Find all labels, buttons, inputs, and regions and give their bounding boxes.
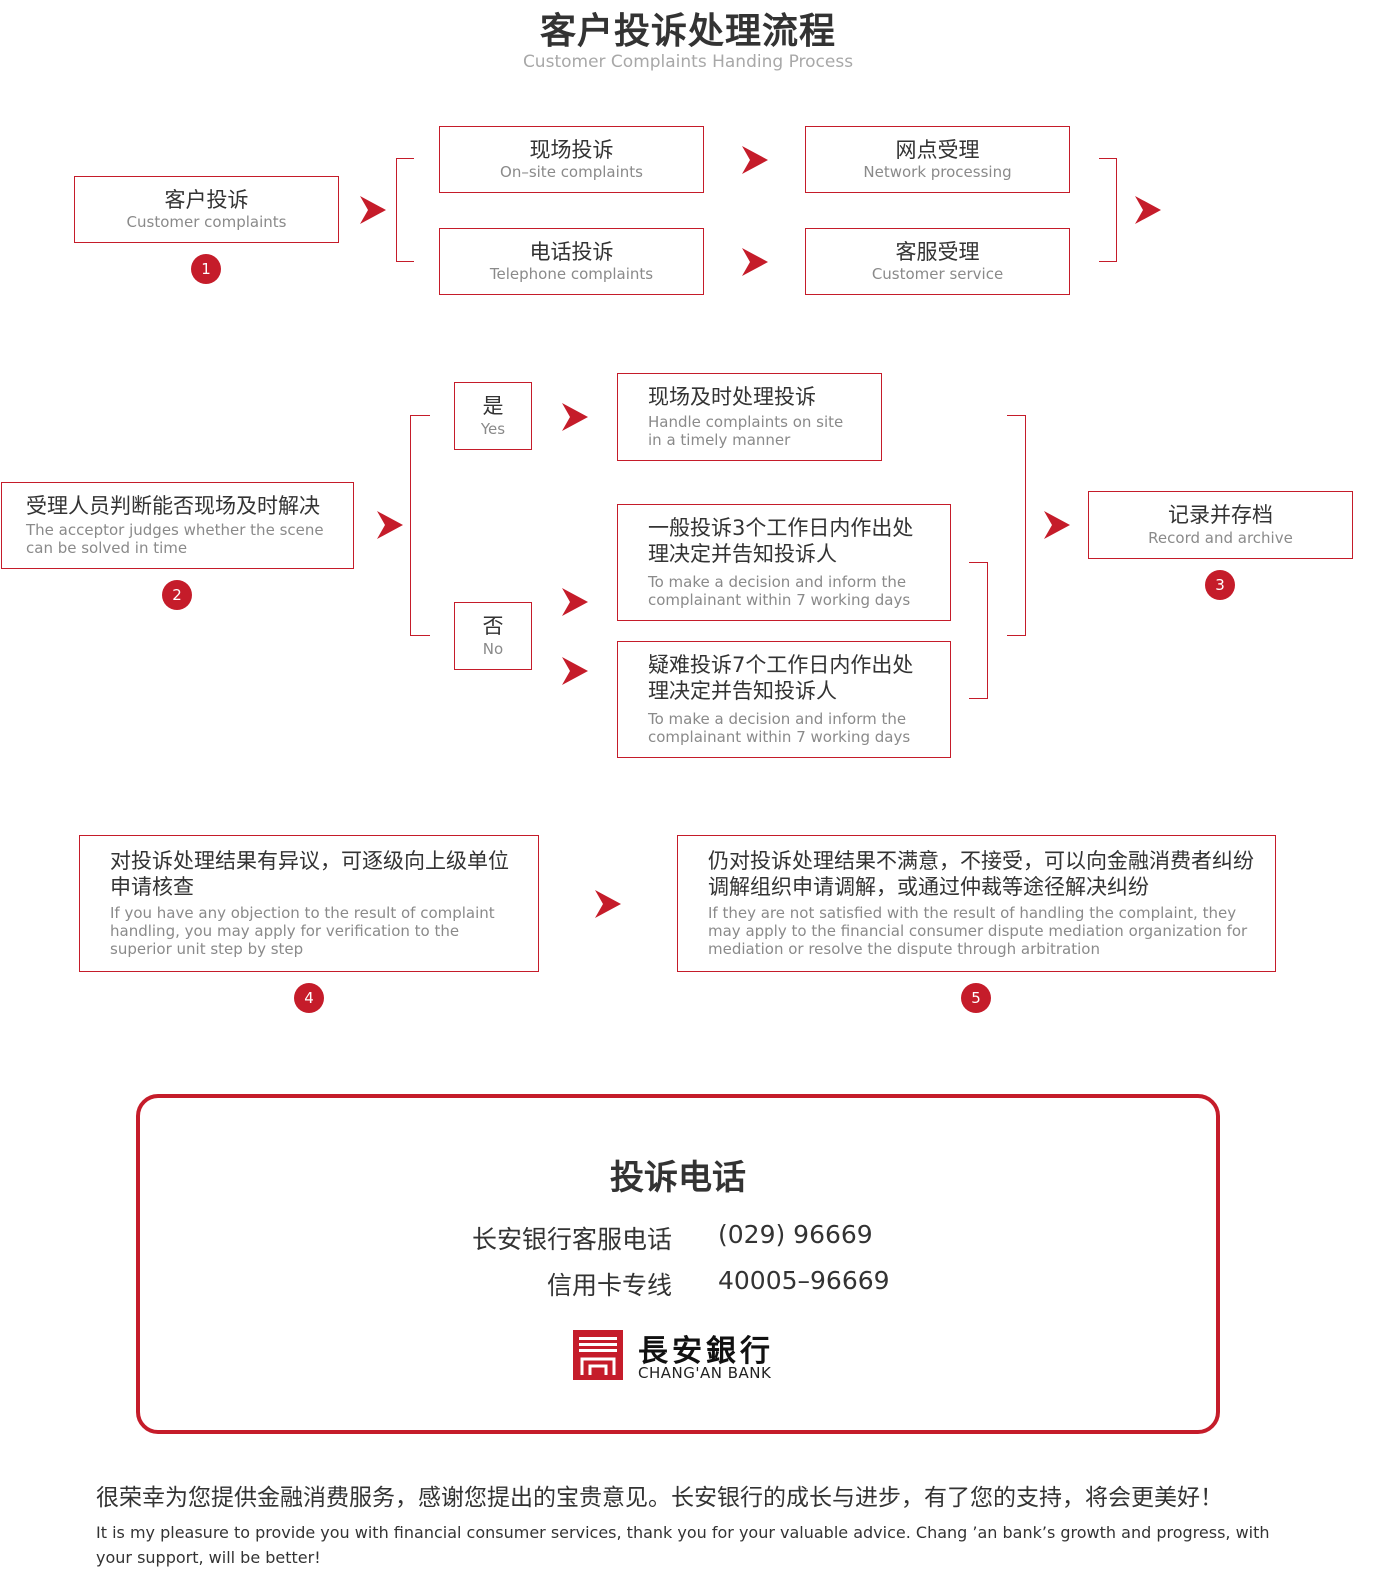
step3-en: Record and archive (1148, 528, 1293, 547)
arrow-right-icon (742, 146, 768, 174)
bank-logo-en: CHANG'AN BANK (638, 1364, 772, 1382)
bank-logo-icon (573, 1330, 623, 1380)
arrow-right-icon (1135, 196, 1161, 224)
arrow-right-icon (377, 511, 403, 539)
arrow-right-icon (742, 248, 768, 276)
page-subtitle: Customer Complaints Handing Process (522, 52, 854, 72)
step5-badge: 5 (961, 983, 991, 1013)
page-title: 客户投诉处理流程 (539, 11, 836, 52)
timely-box: 现场及时处理投诉 Handle complaints on site in a … (617, 373, 882, 461)
yes-box: 是 Yes (454, 382, 532, 450)
difficult-zh: 疑难投诉7个工作日内作出处理决定并告知投诉人 (648, 652, 914, 703)
general-zh: 一般投诉3个工作日内作出处理决定并告知投诉人 (648, 515, 914, 566)
bracket-left-1 (396, 158, 414, 262)
step3-zh: 记录并存档 (1168, 503, 1273, 528)
yes-zh: 是 (482, 394, 504, 419)
general-box: 一般投诉3个工作日内作出处理决定并告知投诉人 To make a decisio… (617, 504, 951, 621)
timely-zh: 现场及时处理投诉 (648, 385, 816, 410)
hotline-value-service: (029) 96669 (718, 1220, 873, 1249)
network-box: 网点受理 Network processing (805, 126, 1070, 193)
arrow-right-icon (360, 196, 386, 224)
service-zh: 客服受理 (895, 239, 980, 264)
step5-en: If they are not satisfied with the resul… (708, 904, 1248, 959)
step1-zh: 客户投诉 (164, 187, 249, 212)
hotline-value-credit: 40005–96669 (718, 1266, 890, 1295)
network-zh: 网点受理 (895, 137, 980, 162)
arrow-right-icon (1044, 511, 1070, 539)
onsite-en: On–site complaints (500, 163, 643, 182)
step4-box: 对投诉处理结果有异议，可逐级向上级单位申请核查 If you have any … (79, 835, 539, 972)
step2-box: 受理人员判断能否现场及时解决 The acceptor judges wheth… (1, 482, 354, 569)
step3-badge: 3 (1205, 570, 1235, 600)
phone-en: Telephone complaints (489, 265, 654, 284)
step1-box: 客户投诉 Customer complaints (74, 176, 339, 243)
arrow-right-icon (562, 403, 588, 431)
timely-en: Handle complaints on site in a timely ma… (648, 412, 844, 449)
step5-box: 仍对投诉处理结果不满意，不接受，可以向金融消费者纠纷调解组织申请调解，或通过仲裁… (677, 835, 1276, 972)
difficult-en: To make a decision and inform the compla… (648, 710, 911, 747)
yes-en: Yes (480, 419, 506, 438)
onsite-box: 现场投诉 On–site complaints (439, 126, 704, 193)
no-en: No (482, 639, 504, 658)
difficult-box: 疑难投诉7个工作日内作出处理决定并告知投诉人 To make a decisio… (617, 641, 951, 758)
hotline-label-service: 长安银行客服电话 (471, 1225, 672, 1254)
step4-zh: 对投诉处理结果有异议，可逐级向上级单位申请核查 (110, 848, 509, 899)
general-en: To make a decision and inform the compla… (648, 573, 911, 610)
phone-zh: 电话投诉 (529, 239, 614, 264)
step2-zh: 受理人员判断能否现场及时解决 (26, 493, 320, 518)
bank-logo-zh: 長安銀行 (638, 1334, 774, 1369)
step3-box: 记录并存档 Record and archive (1088, 491, 1353, 559)
service-en: Customer service (871, 265, 1004, 284)
network-en: Network processing (863, 163, 1012, 182)
hotline-panel: 投诉电话 长安银行客服电话 (029) 96669 信用卡专线 40005–96… (136, 1094, 1220, 1434)
footer-zh: 很荣幸为您提供金融消费服务，感谢您提出的宝贵意见。长安银行的成长与进步，有了您的… (96, 1485, 1223, 1511)
step2-badge: 2 (162, 580, 192, 610)
no-box: 否 No (454, 602, 532, 670)
bracket-right-2b (1007, 415, 1026, 636)
step4-badge: 4 (294, 983, 324, 1013)
arrow-right-icon (595, 890, 621, 918)
step4-en: If you have any objection to the result … (110, 904, 495, 959)
hotline-label-credit: 信用卡专线 (546, 1271, 672, 1300)
step5-zh: 仍对投诉处理结果不满意，不接受，可以向金融消费者纠纷调解组织申请调解，或通过仲裁… (708, 848, 1254, 899)
footer-en: It is my pleasure to provide you with fi… (96, 1523, 1270, 1567)
phone-box: 电话投诉 Telephone complaints (439, 228, 704, 295)
step1-en: Customer complaints (126, 213, 287, 232)
onsite-zh: 现场投诉 (529, 137, 614, 162)
step2-en: The acceptor judges whether the scene ca… (26, 521, 324, 558)
service-box: 客服受理 Customer service (805, 228, 1070, 295)
hotline-title: 投诉电话 (610, 1158, 746, 1198)
bracket-left-2 (410, 415, 430, 636)
bracket-right-1 (1099, 158, 1117, 262)
step1-badge: 1 (191, 254, 221, 284)
arrow-right-icon (562, 657, 588, 685)
no-zh: 否 (482, 614, 504, 639)
arrow-right-icon (562, 588, 588, 616)
bracket-right-2a (969, 562, 988, 699)
